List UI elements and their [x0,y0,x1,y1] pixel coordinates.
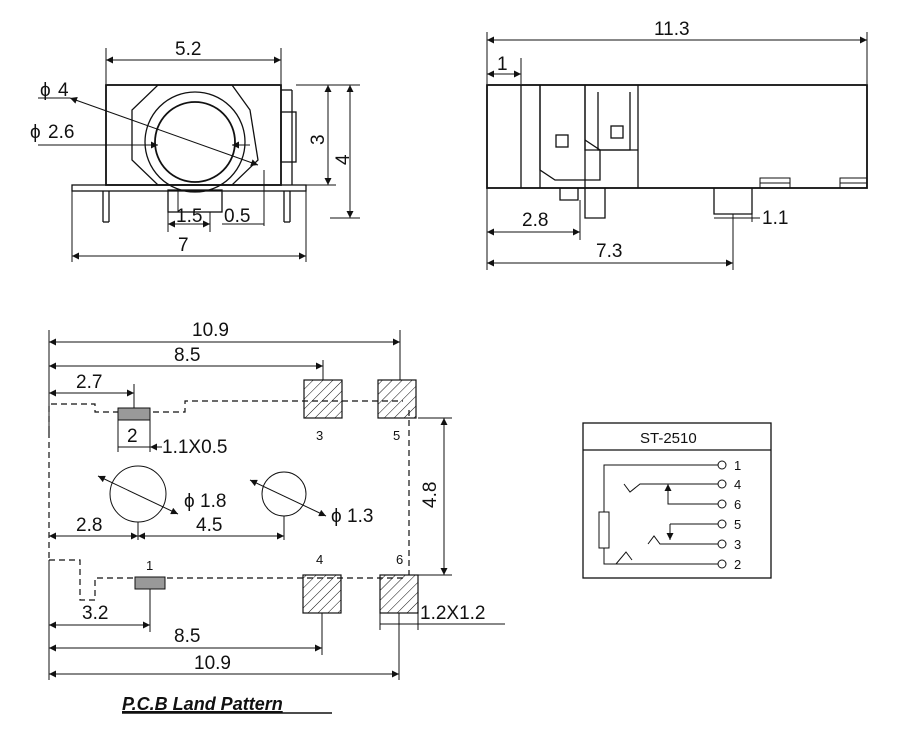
sch-pin-1: 1 [734,458,741,473]
dim-1-1: 1.1 [762,208,788,229]
dim-2-8: 2.8 [522,210,548,231]
dim-slot-size: 1.1X0.5 [162,437,228,458]
jack-opening [131,84,259,186]
dim-pad-size: 1.2X1.2 [420,603,486,624]
dim-1-5: 1.5 [176,206,202,227]
dim-1: 1 [497,54,508,75]
pad-6 [379,574,419,614]
pad-4 [302,574,342,614]
pcb-land-pattern: 3 5 1 4 6 ϕ 1.8 ϕ 1.3 10.9 8.5 2.7 2 1.1… [48,320,505,714]
sch-pin-4: 4 [734,477,741,492]
dim-hole-pitch: 4.5 [196,515,222,536]
sleeve-symbol [598,511,610,549]
dim-11-3: 11.3 [654,19,690,40]
pad-label-6: 6 [396,552,403,567]
side-view: 11.3 1 2.8 1.1 7.3 [486,19,868,270]
pad-label-3: 3 [316,428,323,443]
pad-label-4: 4 [316,552,323,567]
schematic-box: ST-2510 1 4 6 5 3 2 [582,422,772,579]
schematic-title: ST-2510 [640,430,697,447]
dim-4-8: 4.8 [420,482,441,508]
dim-7: 7 [178,235,189,256]
dim-top-10-9: 10.9 [192,320,229,341]
side-pin-2 [713,188,753,215]
sch-pin-5: 5 [734,517,741,532]
dim-7-3: 7.3 [596,241,622,262]
phi-symbol-1: ϕ [40,80,51,101]
phi-symbol-2: ϕ [30,122,41,143]
schematic-frame [582,422,772,579]
side-pin-1 [584,188,606,219]
front-view: 5.2 ϕ 4 ϕ 2.6 3 4 1.5 0.5 7 [30,39,360,262]
outer-circle [144,91,246,193]
center-pin [167,189,223,213]
slot-top [117,407,151,421]
dim-phi-1-3: 1.3 [347,506,373,527]
hole-1-3 [261,471,307,517]
dim-bot-8-5: 8.5 [174,626,200,647]
inner-circle [154,101,236,183]
sch-pin-2: 2 [734,557,741,572]
dim-4: 4 [333,154,354,165]
hole-1-8 [109,465,167,523]
side-window-1 [555,134,569,148]
dim-top-8-5: 8.5 [174,345,200,366]
pcb-caption: P.C.B Land Pattern [122,694,283,714]
dim-slot-2: 2 [127,426,138,447]
pad-5 [377,379,417,419]
dim-phi-1-8: 1.8 [200,491,226,512]
dim-phi-2-6: 2.6 [48,122,74,143]
pad-label-5: 5 [393,428,400,443]
dim-3-2: 3.2 [82,603,108,624]
phi-symbol-3: ϕ [184,491,195,512]
dim-hole-x: 2.8 [76,515,102,536]
slot-1 [134,576,166,590]
dim-0-5: 0.5 [224,206,250,227]
dim-bot-10-9: 10.9 [194,653,231,674]
pad-3 [303,379,343,419]
phi-symbol-4: ϕ [331,506,342,527]
sch-pin-3: 3 [734,537,741,552]
dim-phi-4: 4 [58,80,69,101]
sch-pin-6: 6 [734,497,741,512]
side-body-outline [486,84,868,189]
side-window-2 [610,125,624,139]
dim-5-2: 5.2 [175,39,201,60]
dim-2-7: 2.7 [76,372,102,393]
dim-3: 3 [308,134,329,145]
pad-label-1: 1 [146,558,153,573]
side-tab [280,111,297,163]
